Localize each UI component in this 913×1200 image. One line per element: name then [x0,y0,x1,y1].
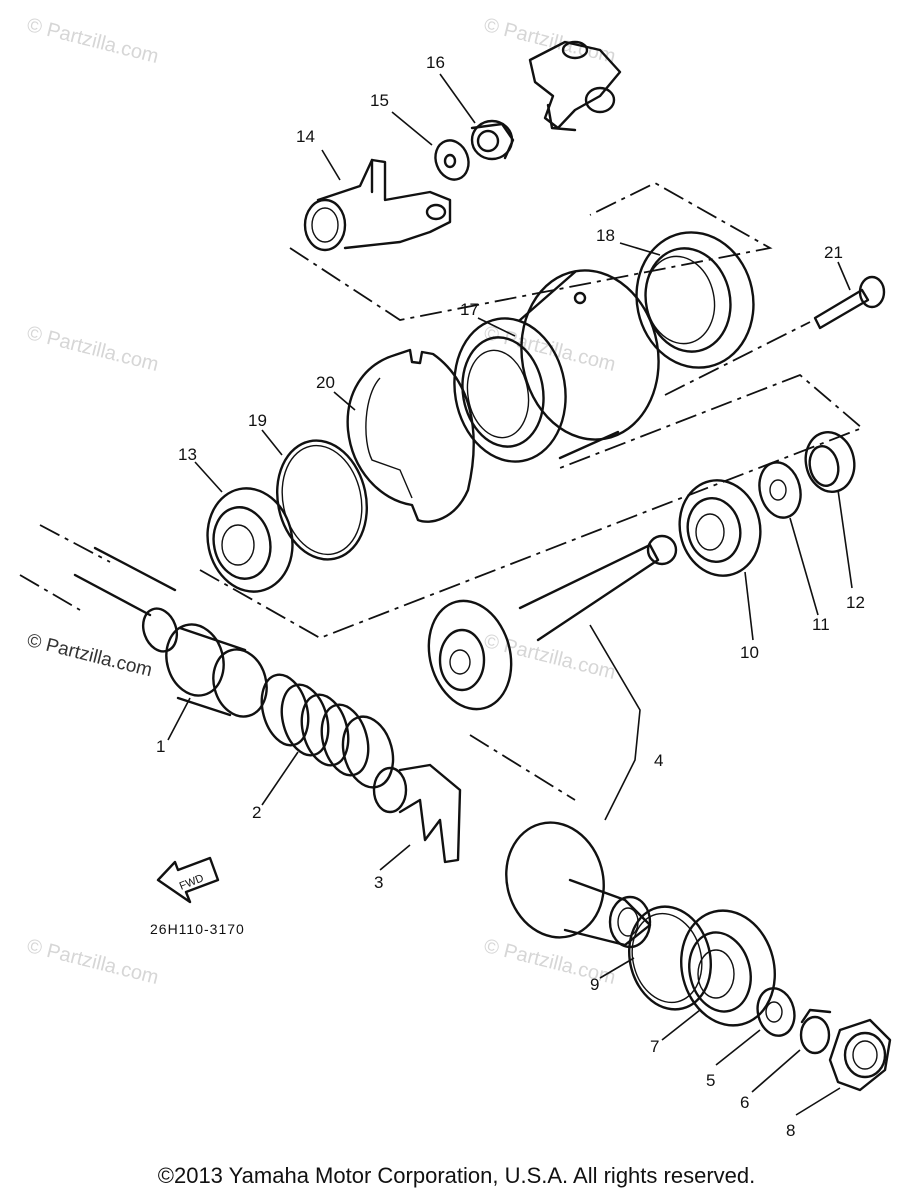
part-14-yoke [303,158,452,252]
part-21-bolt [813,275,886,330]
part-label-4[interactable]: 4 [654,751,663,770]
part-16-nut [470,119,515,161]
axis-line-bolt [664,321,811,396]
part-7-bearing [680,909,776,1027]
part-label-21[interactable]: 21 [824,243,843,262]
part-label-16[interactable]: 16 [426,53,445,72]
part-label-5[interactable]: 5 [706,1071,715,1090]
part-17-housing [453,269,660,463]
axis-line-drive [469,734,576,801]
part-8-nut [828,1018,892,1092]
part-label-10[interactable]: 10 [740,643,759,662]
diagram-code: 26H110-3170 [150,921,245,937]
part-12-ring [804,431,856,493]
part-13-bearing [206,487,294,593]
part-label-7[interactable]: 7 [650,1037,659,1056]
part-label-6[interactable]: 6 [740,1093,749,1112]
part-1-collar [165,623,268,718]
part-5-washer [756,987,796,1037]
part-3-seat [372,763,462,864]
part-label-17[interactable]: 17 [460,300,479,319]
copyright-notice: ©2013 Yamaha Motor Corporation, U.S.A. A… [157,1163,756,1188]
part-label-9[interactable]: 9 [590,975,599,994]
part-label-1[interactable]: 1 [156,737,165,756]
part-label-8[interactable]: 8 [786,1121,795,1140]
part-label-14[interactable]: 14 [296,127,315,146]
axis-line-shaft [39,524,111,563]
part-label-18[interactable]: 18 [596,226,615,245]
assembly-outline-upper [289,181,773,321]
part-11-washer [758,461,802,519]
part-2-spring [260,673,395,789]
part-20-plate [346,348,475,523]
drive-shaft [73,546,179,653]
fwd-arrow-icon [156,856,220,904]
part-label-3[interactable]: 3 [374,873,383,892]
leader-lines [167,73,853,1116]
part-6-lock-washer [799,1008,832,1055]
part-15-washer [434,139,470,181]
part-19-o-ring [275,439,369,561]
part-10-bearing [678,479,762,577]
part-label-12[interactable]: 12 [846,593,865,612]
axis-line-shaft [19,574,81,611]
part-label-20[interactable]: 20 [316,373,335,392]
part-label-19[interactable]: 19 [248,411,267,430]
part-label-11[interactable]: 11 [812,615,830,634]
part-4-pinion-shaft [427,534,678,711]
part-label-13[interactable]: 13 [178,445,197,464]
part-9-shim [628,905,712,1011]
part-4-ring-gear [505,821,652,949]
assembly-outline-middle [199,373,864,639]
part-18-seal [635,231,755,369]
part-label-15[interactable]: 15 [370,91,389,110]
universal-joint [528,40,622,132]
part-label-2[interactable]: 2 [252,803,261,822]
